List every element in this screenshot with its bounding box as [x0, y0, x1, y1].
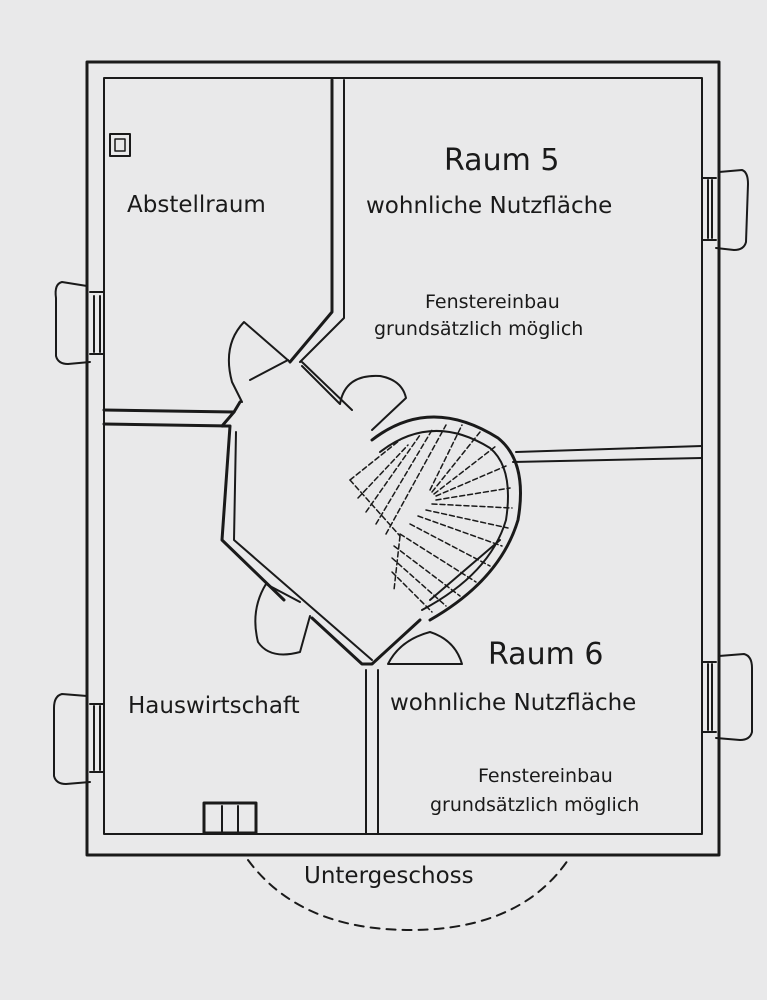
storage-room-wall-inner	[299, 79, 345, 363]
room6-note-line2: grundsätzlich möglich	[430, 794, 640, 816]
room5-note-line2: grundsätzlich möglich	[374, 318, 584, 340]
floor-label: Untergeschoss	[304, 863, 474, 889]
room5-wall	[512, 445, 703, 463]
hall-wall-lower	[310, 616, 422, 666]
window-left-upper	[54, 281, 105, 365]
stair-treads	[349, 424, 513, 613]
hall-wall	[102, 410, 286, 602]
door-swing-room5	[301, 365, 407, 431]
storage-room-label: Abstellraum	[127, 192, 266, 218]
outer-wall	[85, 60, 721, 857]
window-right-upper	[701, 169, 749, 251]
room6-subtitle: wohnliche Nutzfläche	[390, 690, 637, 716]
inner-wall	[103, 77, 703, 835]
room5-subtitle: wohnliche Nutzfläche	[366, 193, 613, 219]
room6-title: Raum 6	[488, 637, 604, 672]
room5-note-line1: Fenstereinbau	[425, 291, 560, 313]
door-swing-storage	[227, 321, 291, 403]
utility-room-label: Hauswirtschaft	[128, 693, 300, 719]
chimney-inner	[114, 138, 126, 152]
hall-octagon	[233, 359, 501, 661]
window-left-lower	[53, 693, 105, 785]
chimney	[109, 133, 131, 157]
storage-room-wall	[102, 78, 334, 414]
door-swing-room6	[387, 631, 463, 665]
utility-cabinet	[202, 801, 258, 835]
terrace-outline	[247, 859, 569, 931]
room5-title: Raum 5	[444, 143, 560, 178]
stair-well-inner	[379, 430, 509, 611]
stair-well	[370, 415, 522, 622]
window-right-lower	[701, 653, 753, 741]
door-swing-utility	[254, 583, 311, 656]
room6-note-line1: Fenstereinbau	[478, 765, 613, 787]
partition-wall	[365, 669, 379, 835]
